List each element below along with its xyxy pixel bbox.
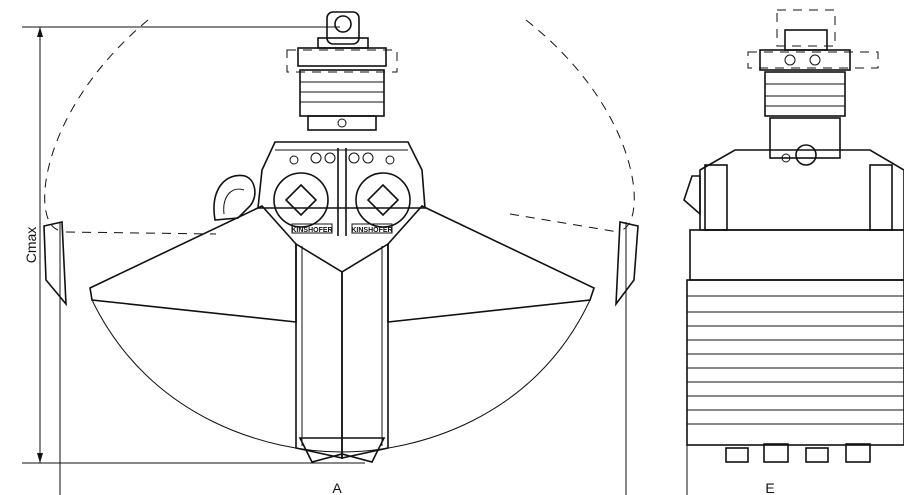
bucket-body (686, 279, 904, 446)
side-view (683, 9, 904, 463)
brand-plate-left: KINSHOFER (291, 227, 332, 234)
blade-right (615, 221, 639, 307)
rotator (286, 11, 398, 131)
grab-shells (89, 205, 595, 463)
swing-arc (44, 19, 149, 231)
dimension-a: A (59, 222, 627, 495)
blade-left (43, 221, 67, 307)
front-view: KINSHOFER KINSHOFER (43, 11, 639, 463)
dimension-label-e: E (765, 480, 774, 495)
grab-body: KINSHOFER KINSHOFER (257, 141, 426, 236)
brand-plate-right: KINSHOFER (351, 227, 392, 234)
dimension-label-cmax: Cmax (23, 227, 39, 264)
dimension-e: E (686, 300, 775, 495)
lifting-eye (213, 174, 256, 221)
dimension-cmax: Cmax (22, 26, 365, 464)
dimension-label-a: A (332, 480, 342, 495)
